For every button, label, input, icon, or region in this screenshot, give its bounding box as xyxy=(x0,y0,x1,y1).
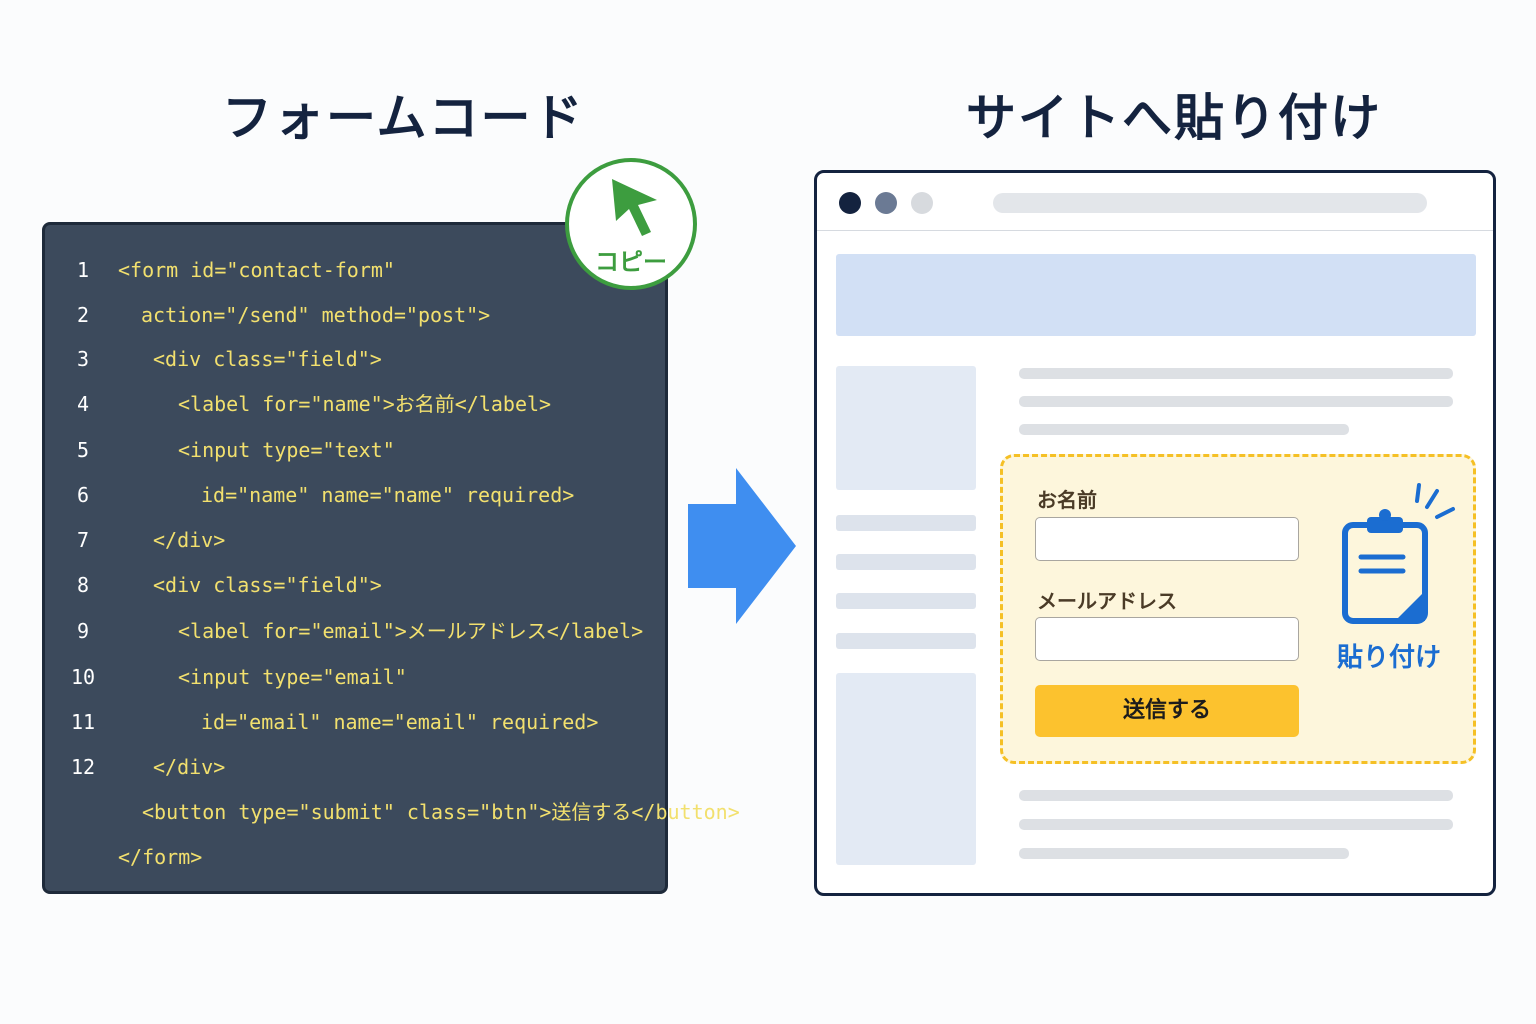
line-number: 3 xyxy=(76,347,90,371)
name-label: お名前 xyxy=(1037,488,1097,512)
paste-section-title: サイトへ貼り付け xyxy=(966,89,1382,147)
code-line: 8 <div class="field"> xyxy=(45,570,665,600)
copy-badge[interactable]: コピー xyxy=(565,158,697,290)
code-text: <form id="contact-form" xyxy=(118,258,395,282)
line-number: 9 xyxy=(76,619,90,643)
pasted-form-area: お名前 メールアドレス 送信する 貼り付け xyxy=(1000,454,1476,764)
url-bar[interactable] xyxy=(993,193,1427,213)
code-text: <button type="submit" class="btn">送信する</… xyxy=(142,800,740,824)
browser-window: お名前 メールアドレス 送信する 貼り付け xyxy=(814,170,1496,896)
code-line: 1 <form id="contact-form" xyxy=(45,255,665,285)
code-line: 10 <input type="email" xyxy=(45,662,665,692)
clipboard-icon xyxy=(1342,483,1455,624)
code-text: </div> xyxy=(153,755,226,779)
sidebar-block-placeholder xyxy=(836,673,976,865)
sidebar-image-placeholder xyxy=(836,366,976,490)
text-line-placeholder xyxy=(1019,819,1453,830)
code-text: action="/send" method="post"> xyxy=(141,303,491,327)
code-line: 9 <label for="email">メールアドレス</label> xyxy=(45,616,665,646)
line-number: 6 xyxy=(76,483,90,507)
paste-label: 貼り付け xyxy=(1336,643,1441,673)
window-dot-maximize xyxy=(911,192,933,214)
line-number: 12 xyxy=(70,755,96,779)
line-number: 10 xyxy=(70,665,96,689)
code-panel: 1 <form id="contact-form" 2 action="/send" … xyxy=(42,222,740,894)
name-input[interactable] xyxy=(1035,517,1299,561)
line-number: 1 xyxy=(76,258,90,282)
code-line: 12 </div> xyxy=(45,752,665,782)
right-arrow-icon xyxy=(688,468,796,624)
line-number: 7 xyxy=(76,528,90,552)
copy-label: コピー xyxy=(595,248,667,276)
sidebar-line xyxy=(836,633,976,649)
browser-divider xyxy=(817,230,1493,231)
window-dot-close xyxy=(839,192,861,214)
code-line: 2 action="/send" method="post"> xyxy=(45,300,665,330)
line-number: 2 xyxy=(76,303,90,327)
page-banner-placeholder xyxy=(836,254,1476,336)
cursor-arrow-icon xyxy=(612,179,657,236)
email-input[interactable] xyxy=(1035,617,1299,661)
code-line: 7 </div> xyxy=(45,525,665,555)
code-text: <input type="text" xyxy=(178,438,395,462)
code-text: </div> xyxy=(153,528,226,552)
text-line-placeholder xyxy=(1019,790,1453,801)
code-line: 6 id="name" name="name" required> xyxy=(45,480,665,510)
code-text: id="name" name="name" required> xyxy=(201,483,575,507)
sidebar-line xyxy=(836,554,976,570)
text-line-placeholder xyxy=(1019,368,1453,379)
code-line: 5 <input type="text" xyxy=(45,435,665,465)
code-line: 4 <label for="name">お名前</label> xyxy=(45,389,665,419)
code-text: <label for="email">メールアドレス</label> xyxy=(178,619,644,643)
code-line: <button type="submit" class="btn">送信する</… xyxy=(45,797,740,827)
code-line: 11 id="email" name="email" required> xyxy=(45,707,665,737)
code-text: <input type="email" xyxy=(178,665,407,689)
code-text: id="email" name="email" required> xyxy=(201,710,599,734)
code-text: </form> xyxy=(118,845,203,869)
email-label: メールアドレス xyxy=(1037,589,1177,613)
text-line-placeholder xyxy=(1019,848,1349,859)
line-number: 4 xyxy=(76,392,90,416)
code-section-title: フォームコード xyxy=(222,89,585,147)
code-line: 3 <div class="field"> xyxy=(45,344,665,374)
line-number: 5 xyxy=(76,438,90,462)
sidebar-line xyxy=(836,593,976,609)
code-text: <div class="field"> xyxy=(153,347,382,371)
text-line-placeholder xyxy=(1019,424,1349,435)
sidebar-line xyxy=(836,515,976,531)
line-number: 11 xyxy=(70,710,96,734)
code-text: <div class="field"> xyxy=(153,573,382,597)
code-text: <label for="name">お名前</label> xyxy=(178,392,552,416)
code-line: </form> xyxy=(45,842,665,872)
window-dot-minimize xyxy=(875,192,897,214)
text-line-placeholder xyxy=(1019,396,1453,407)
line-number: 8 xyxy=(76,573,90,597)
submit-button[interactable]: 送信する xyxy=(1035,685,1299,737)
